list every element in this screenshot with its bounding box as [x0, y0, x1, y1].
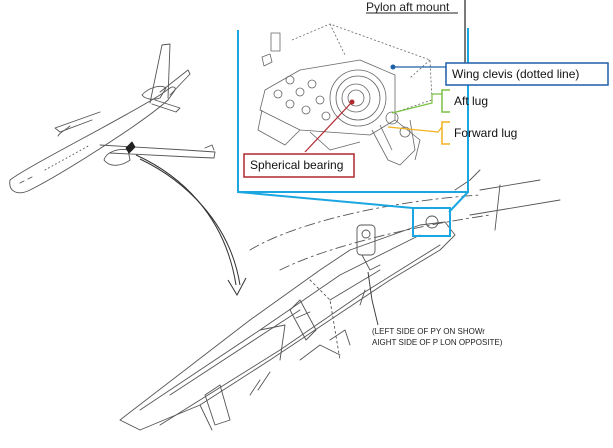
- detail-frame: [237, 28, 469, 237]
- spherical-bearing-box: [243, 153, 355, 178]
- pylon-nacelle-illustration: [119, 169, 561, 431]
- aircraft-illustration: [9, 43, 216, 194]
- diagram-title: Pylon aft mount: [366, 0, 450, 14]
- aft-lug-label: Aft lug: [454, 94, 489, 108]
- spherical-bearing-label: Spherical bearing: [250, 158, 344, 172]
- forward-lug-label: Forward lug: [454, 126, 518, 140]
- orientation-note: (LEFT SIDE OF PY ON SHOWr AIGHT SIDE OF …: [372, 326, 502, 348]
- aft-lug-bracket: [441, 89, 450, 113]
- callout-arrow: [135, 154, 247, 297]
- aft-mount-detail-illustration: [257, 23, 433, 166]
- orientation-note-line-2: AIGHT SIDE OF P LON OPPOSITE): [372, 338, 503, 347]
- note-leader-line: [367, 271, 379, 326]
- forward-lug-bracket: [441, 121, 450, 145]
- callout-leaders: [304, 64, 447, 153]
- wing-clevis-box: [445, 62, 609, 86]
- wing-clevis-label: Wing clevis (dotted line): [452, 67, 580, 81]
- orientation-note-line-1: (LEFT SIDE OF PY ON SHOWr: [372, 327, 485, 336]
